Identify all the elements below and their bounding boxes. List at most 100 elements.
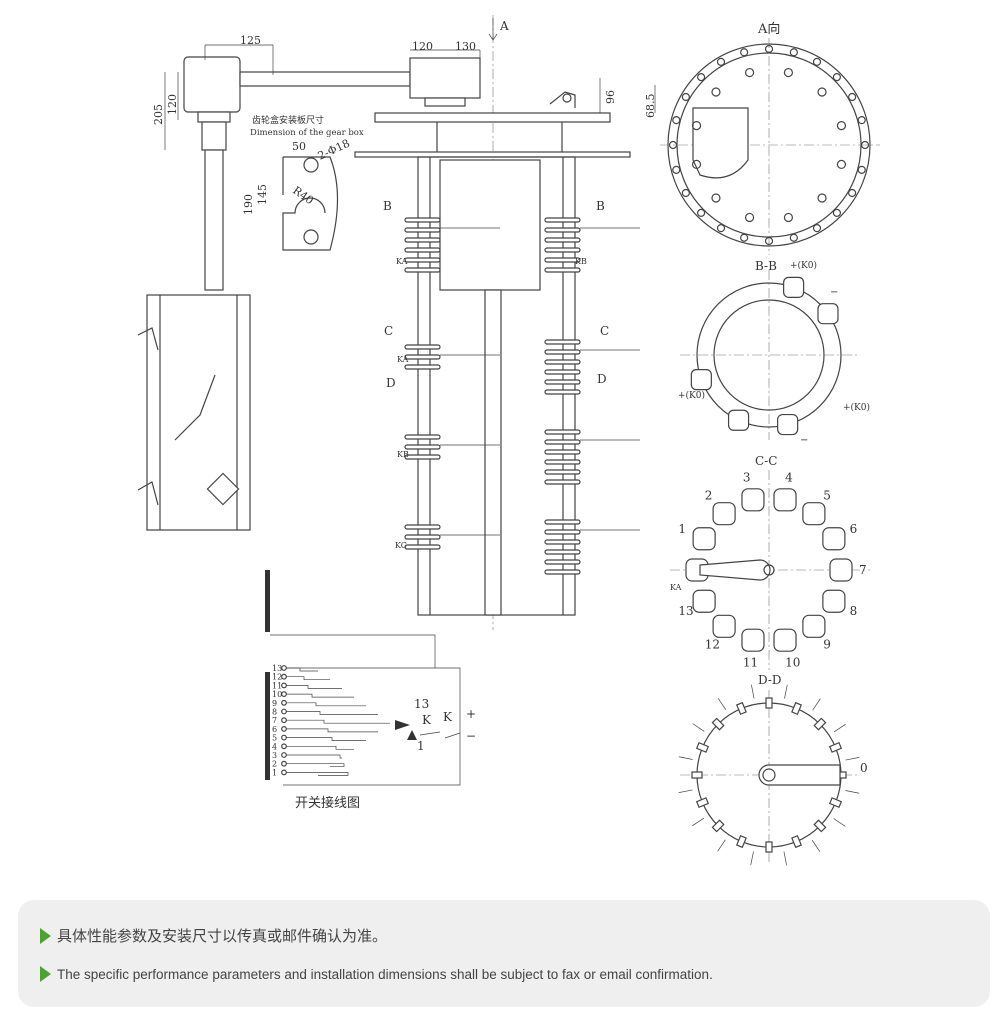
wiring-terminal-label: 10 [272,690,282,699]
insulator-disc [404,257,441,263]
bb-contact [817,303,839,325]
bolt-hole [848,188,857,198]
wiring-terminal [281,673,287,680]
dim-205: 205 [152,104,165,125]
insulator-disc [544,349,581,355]
bolt [744,212,755,223]
wiring-label-k1: K [422,713,432,727]
wiring-terminal-label: 8 [272,708,277,717]
wiring-terminal-label: 11 [272,681,282,690]
dd-notch [765,697,773,709]
cc-contact [741,488,765,512]
bolt-hole [812,224,822,233]
cc-position-label: 9 [823,637,831,651]
insulator-disc [544,339,581,345]
dim-120: 120 [412,40,433,53]
cc-position-label: 3 [743,470,751,484]
bolt-hole [857,165,866,174]
section-mark-b-right: B [596,199,605,213]
dd-tick [845,757,860,761]
insulator-disc [544,217,581,223]
contact-kb-1: KB [575,257,587,266]
section-mark-d-left: D [386,376,396,390]
wiring-line [286,728,378,733]
wiring-line [286,667,318,672]
bolt-hole [832,73,841,82]
section-b-b: B-B +(K0) +(K0) +(K0) − − [678,259,870,446]
view-a-title: A向 [757,21,780,37]
wiring-terminal [281,769,287,776]
bolt [691,159,702,170]
bolt-hole [789,48,798,57]
insulator-disc [544,359,581,365]
wiring-line [286,676,330,681]
dd-notch [711,717,725,731]
insulator-disc [544,227,581,233]
insulator-disc [544,369,581,375]
section-c-c-title: C-C [755,454,777,468]
bolt-hole [740,233,749,242]
bolt-hole [832,208,841,217]
bb-contact [777,413,799,436]
wiring-terminal-label: 3 [272,751,277,760]
insulator-disc [544,459,581,465]
insulator-disc [404,227,441,233]
gearbox-left [183,56,241,113]
wiring-line [286,772,349,776]
wiring-label-k2: K [443,710,453,724]
dd-tick [811,839,821,852]
bolt-hole [668,140,678,150]
dd-notch [735,834,747,849]
vertical-shaft [204,149,224,291]
bolt-hole [848,92,857,102]
mounting-plate [374,112,611,123]
bb-plus-k0-top: +(K0) [790,260,817,271]
dim-190: 190 [242,194,255,215]
insulator-disc [544,257,581,263]
dim-50: 50 [292,140,306,153]
insulator-disc [544,529,581,535]
cc-contact [692,527,716,551]
dd-tick [812,698,821,711]
wiring-terminal [281,743,287,750]
bolt [836,159,847,170]
dd-notch [735,701,747,716]
cc-contact [822,589,846,613]
dd-tick [692,817,705,827]
wiring-line [286,702,366,707]
technical-drawing: A 125 120 130 205 120 96 68.5 齿轮盒安装板尺寸 D… [137,15,880,866]
dd-tick [784,684,788,699]
bolt [711,87,721,97]
insulator-disc [544,247,581,253]
insulator-disc [404,354,441,360]
bolt [691,120,702,131]
wiring-label-minus: − [466,729,476,743]
insulator-disc [544,429,581,435]
bolt-hole [681,92,690,102]
wiring-terminal-label: 6 [272,725,277,734]
wiring-terminal-label: 2 [272,760,277,769]
insulator-disc [404,364,441,370]
insulator-disc [544,479,581,485]
cc-position-label: 7 [859,563,867,577]
bolt-hole [764,236,774,246]
bb-contact [727,409,750,431]
dd-tick [717,839,726,852]
cc-position-label: 8 [850,604,858,618]
wiring-terminal [281,691,287,697]
bolt [817,87,827,97]
wiring-terminal-label: 7 [272,716,277,725]
insulator-disc [544,237,581,243]
dd-notch [813,819,827,833]
bullet-triangle-icon [40,927,51,944]
insulator-disc [544,379,581,385]
dd-notch [711,819,725,833]
bolt-hole [857,116,866,125]
contact-ka-1: KA [396,257,408,266]
dd-notch [695,741,710,753]
wiring-terminal-label: 13 [272,664,282,673]
dim-125: 125 [240,34,261,47]
dd-tick [692,723,705,732]
insulator-disc [404,434,441,440]
wiring-label-1: 1 [417,739,425,753]
